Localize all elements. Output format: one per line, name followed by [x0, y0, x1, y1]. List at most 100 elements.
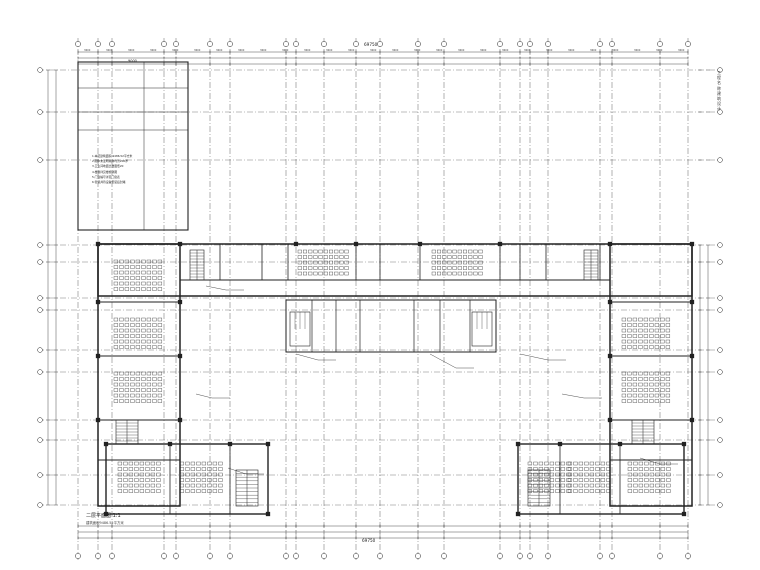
desk-grid-lower-right-c [649, 478, 655, 482]
desk-grid-upper-center-right [473, 266, 478, 270]
desk-grid-left-mid [141, 323, 146, 327]
desk-grid-lower-left-a [123, 467, 128, 471]
desk-grid-upper-center-right [468, 255, 473, 259]
desk-grid-upper-center-right [442, 260, 447, 265]
desk-grid-left-mid [124, 339, 130, 344]
desk-grid-lower-right-b [578, 483, 584, 488]
desk-grid-right-mid [621, 328, 627, 333]
desk-grid-lower-left-b [212, 489, 218, 493]
desk-grid-upper-center-left [318, 255, 323, 259]
axis-bubble-bottom [545, 553, 551, 559]
axis-bubble-right [717, 472, 723, 478]
structural-column [95, 241, 101, 247]
desk-grid-left-mid [146, 317, 152, 322]
desk-grid-right-lower [654, 399, 660, 403]
desk-grid-lower-right-b [606, 489, 611, 493]
desk-grid-upper-center-right [442, 266, 447, 270]
dimension-text-decor: 3600 [612, 48, 619, 52]
desk-grid-right-lower [632, 399, 638, 403]
desk-grid-upper-center-right [473, 260, 478, 265]
desk-grid-lower-right-c [644, 483, 649, 488]
desk-grid-left-mid [113, 317, 119, 322]
axis-bubble-top [441, 41, 447, 47]
desk-grid-left-mid [152, 339, 157, 344]
desk-grid-right-mid [627, 345, 632, 349]
axis-bubble-top [517, 41, 523, 47]
desk-grid-lower-left-b [212, 483, 218, 488]
axis-bubble-right [717, 259, 723, 265]
axis-bubble-bottom [95, 553, 101, 559]
desk-grid-left-mid [113, 323, 119, 327]
desk-grid-right-lower [654, 371, 660, 376]
desk-grid-right-lower [621, 371, 627, 376]
desk-grid-left-upper [119, 259, 124, 264]
desk-grid-left-upper [130, 259, 135, 264]
desk-grid-lower-right-b [606, 472, 611, 477]
desk-grid-left-mid [157, 317, 163, 322]
desk-grid-left-upper [119, 281, 124, 286]
desk-grid-upper-center-right [478, 271, 483, 276]
dimension-text-decor: 3600 [348, 48, 355, 52]
desk-grid-left-upper [135, 259, 141, 264]
desk-grid-upper-center-right [463, 255, 468, 259]
desk-grid-lower-left-b [185, 467, 190, 471]
desk-grid-lower-left-b [190, 478, 196, 482]
desk-grid-right-lower [643, 382, 649, 387]
axis-bubble-top [75, 41, 81, 47]
desk-grid-left-mid [113, 345, 119, 349]
desk-grid-upper-center-left [313, 271, 318, 276]
desk-grid-lower-left-b [196, 478, 201, 482]
desk-grid-upper-center-left [339, 260, 344, 265]
desk-grid-right-mid [665, 328, 671, 333]
desk-grid-left-lower [152, 393, 157, 398]
desk-grid-upper-center-right [447, 266, 452, 270]
dimension-text-decor: 3600 [436, 48, 443, 52]
desk-grid-upper-center-right [442, 249, 447, 254]
structural-column [607, 417, 613, 423]
desk-grid-upper-center-left [329, 266, 334, 270]
desk-grid-left-lower [135, 393, 141, 398]
desk-grid-right-lower [638, 382, 643, 387]
axis-bubble-left [37, 157, 43, 163]
desk-grid-left-upper [130, 287, 135, 291]
desk-grid-lower-right-a [555, 467, 560, 471]
desk-grid-upper-center-left [334, 255, 339, 259]
desk-grid-lower-right-a [549, 483, 555, 488]
desk-grid-right-lower [638, 393, 643, 398]
axis-bubble-bottom [353, 553, 359, 559]
structural-column [103, 441, 109, 447]
desk-grid-right-lower [660, 393, 665, 398]
axis-bubble-left [37, 295, 43, 301]
callout-leader [195, 393, 213, 399]
dimension-text-decor: 3600 [150, 48, 157, 52]
desk-grid-left-mid [130, 317, 135, 322]
desk-grid-lower-right-b [578, 461, 584, 466]
desk-grid-lower-right-b [589, 461, 595, 466]
desk-grid-left-upper [152, 281, 157, 286]
desk-grid-left-upper [141, 276, 146, 280]
desk-grid-left-lower [124, 371, 130, 376]
desk-grid-right-mid [660, 345, 665, 349]
desk-grid-lower-right-a [533, 472, 538, 477]
axis-bubble-right [717, 347, 723, 353]
desk-grid-lower-right-a [533, 483, 538, 488]
desk-grid-left-mid [157, 334, 163, 338]
desk-grid-left-lower [119, 371, 124, 376]
desk-grid-upper-center-left [334, 271, 339, 276]
desk-grid-upper-center-left [297, 260, 302, 265]
desk-grid-left-mid [157, 323, 163, 327]
desk-grid-lower-left-a [150, 483, 156, 488]
desk-grid-left-mid [141, 339, 146, 344]
desk-grid-left-mid [113, 334, 119, 338]
desk-grid-upper-center-left [344, 260, 349, 265]
desk-grid-right-lower [643, 377, 649, 381]
desk-grid-left-upper [119, 276, 124, 280]
axis-bubble-top [161, 41, 167, 47]
axis-bubble-bottom [517, 553, 523, 559]
desk-grid-right-mid [638, 328, 643, 333]
desk-grid-upper-center-right [431, 255, 436, 259]
desk-grid-left-lower [135, 388, 141, 392]
desk-grid-lower-right-a [566, 478, 571, 482]
desk-grid-lower-right-b [584, 489, 589, 493]
